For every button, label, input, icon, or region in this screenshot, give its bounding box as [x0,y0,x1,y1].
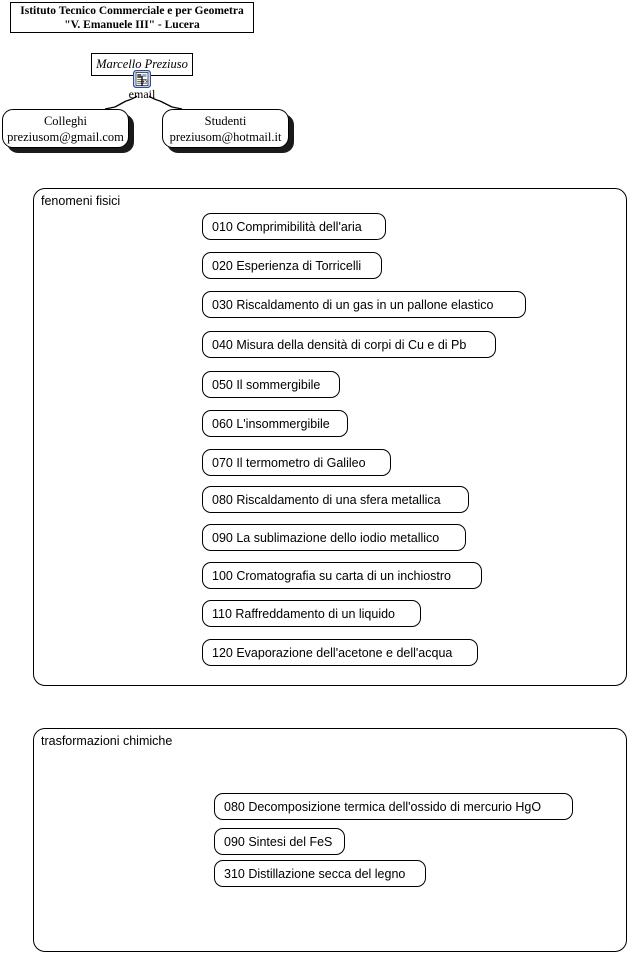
contact-title-studenti: Studenti [204,113,247,128]
experiment-item-label: 060 L'insommergibile [212,416,330,431]
experiment-item-chimiche-090[interactable]: 090 Sintesi del FeS [214,828,345,855]
experiment-item-fenomeni-040[interactable]: 040 Misura della densità di corpi di Cu … [202,331,496,358]
experiment-item-label: 080 Decomposizione termica dell'ossido d… [224,799,542,814]
experiment-item-label: 100 Cromatografia su carta di un inchios… [212,568,452,583]
contact-box-colleghi[interactable]: Colleghi preziusom@gmail.com [2,109,129,148]
experiment-item-fenomeni-050[interactable]: 050 Il sommergibile [202,371,340,398]
author-name-label: Marcello Preziuso [96,57,188,71]
experiment-item-chimiche-310[interactable]: 310 Distillazione secca del legno [214,860,426,887]
experiment-item-label: 050 Il sommergibile [212,377,321,392]
experiment-item-label: 110 Raffreddamento di un liquido [212,606,396,621]
experiment-item-fenomeni-010[interactable]: 010 Comprimibilità dell'aria [202,213,386,240]
school-header-line1: Istituto Tecnico Commerciale e per Geome… [20,4,244,17]
experiment-item-label: 080 Riscaldamento di una sfera metallica [212,492,441,507]
experiment-item-label: 070 Il termometro di Galileo [212,455,366,470]
section-title-chimiche: trasformazioni chimiche [41,734,173,748]
contact-email-colleghi: preziusom@gmail.com [7,129,124,144]
experiment-item-fenomeni-120[interactable]: 120 Evaporazione dell'acetone e dell'acq… [202,639,478,666]
experiment-item-label: 090 Sintesi del FeS [224,834,333,849]
experiment-item-fenomeni-090[interactable]: 090 La sublimazione dello iodio metallic… [202,524,466,551]
experiment-item-fenomeni-110[interactable]: 110 Raffreddamento di un liquido [202,600,421,627]
experiment-item-label: 310 Distillazione secca del legno [224,866,406,881]
experiment-item-fenomeni-070[interactable]: 070 Il termometro di Galileo [202,449,391,476]
experiment-item-fenomeni-030[interactable]: 030 Riscaldamento di un gas in un pallon… [202,291,526,318]
contact-email-studenti: preziusom@hotmail.it [169,129,282,144]
experiment-item-label: 030 Riscaldamento di un gas in un pallon… [212,297,494,312]
experiment-item-fenomeni-100[interactable]: 100 Cromatografia su carta di un inchios… [202,562,482,589]
experiment-item-fenomeni-080[interactable]: 080 Riscaldamento di una sfera metallica [202,486,469,513]
contact-box-studenti[interactable]: Studenti preziusom@hotmail.it [162,109,289,148]
experiment-item-fenomeni-020[interactable]: 020 Esperienza di Torricelli [202,252,382,279]
section-title-fenomeni: fenomeni fisici [41,194,121,208]
experiment-item-label: 020 Esperienza di Torricelli [212,258,362,273]
experiment-item-fenomeni-060[interactable]: 060 L'insommergibile [202,410,348,437]
experiment-item-label: 120 Evaporazione dell'acetone e dell'acq… [212,645,453,660]
school-header-box: Istituto Tecnico Commerciale e per Geome… [10,2,254,33]
school-header-line2: "V. Emanuele III" - Lucera [64,18,200,31]
experiment-item-label: 010 Comprimibilità dell'aria [212,219,362,234]
experiment-item-label: 090 La sublimazione dello iodio metallic… [212,530,440,545]
contact-title-colleghi: Colleghi [43,113,88,128]
experiment-item-chimiche-080[interactable]: 080 Decomposizione termica dell'ossido d… [214,793,573,820]
experiment-item-label: 040 Misura della densità di corpi di Cu … [212,337,467,352]
